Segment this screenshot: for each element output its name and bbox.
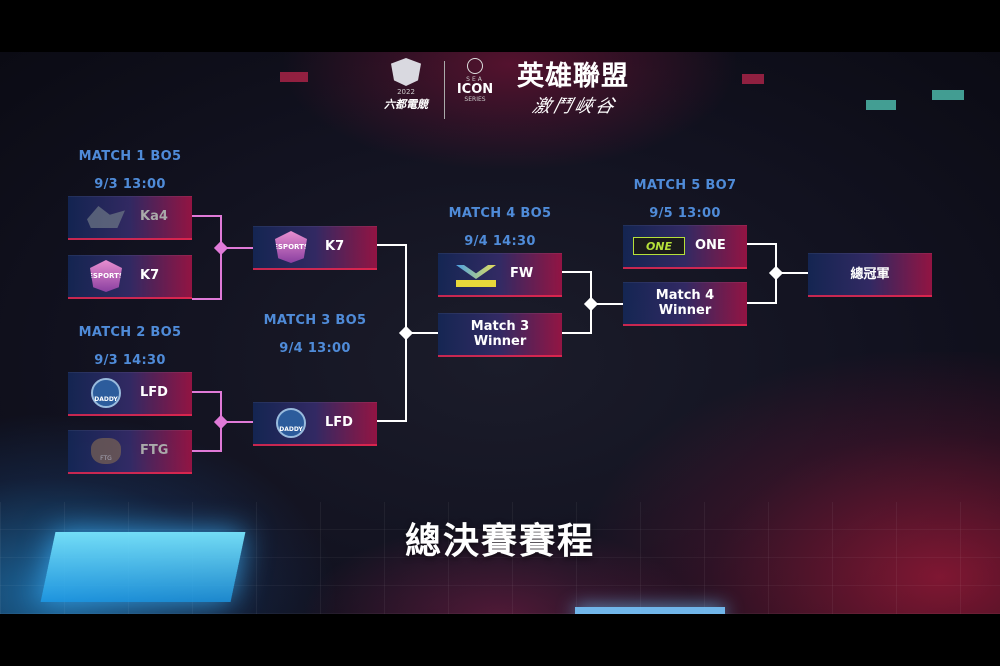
team-name: FTG	[140, 430, 168, 472]
match5-label: MATCH 5 BO7	[623, 178, 747, 193]
team-name: LFD	[140, 372, 168, 414]
connector-node	[214, 241, 228, 255]
match3-team-k7[interactable]: ESPORTS K7	[253, 226, 377, 270]
team-name: Ka4	[140, 196, 168, 238]
logo-divider	[444, 61, 445, 119]
logo2-main: ICON	[457, 83, 493, 96]
match5-slot-match4-winner[interactable]: Match 4 Winner	[623, 282, 747, 326]
match2-time: 9/3 14:30	[68, 353, 192, 368]
team-name: K7	[140, 255, 159, 297]
liudu-esports-logo: 2022 六都電競	[380, 58, 432, 122]
bracket-stage: 2022 六都電競 SEA ICON SERIES 英雄聯盟 激鬥峽谷 MATC…	[0, 52, 1000, 614]
connector-match1	[192, 216, 221, 299]
one-logo-icon: ONE	[631, 229, 687, 263]
logo2-bottom: SERIES	[464, 96, 485, 103]
logo1-year: 2022	[397, 88, 415, 96]
page-title: 總決賽賽程	[0, 512, 1000, 564]
match5-team-one[interactable]: ONE ONE	[623, 225, 747, 269]
slot-line1: Match 3	[471, 319, 529, 334]
logo3-title: 英雄聯盟	[517, 62, 629, 92]
match2-team-ftg[interactable]: FTG FTG	[68, 430, 192, 474]
match4-time: 9/4 14:30	[438, 234, 562, 249]
ka4-logo-icon	[86, 200, 126, 234]
match3-label: MATCH 3 BO5	[253, 313, 377, 328]
team-name: K7	[325, 226, 344, 268]
sea-icon-series-logo: SEA ICON SERIES	[457, 58, 493, 122]
header-logos: 2022 六都電競 SEA ICON SERIES 英雄聯盟 激鬥峽谷	[380, 58, 629, 122]
match4-team-fw[interactable]: FW	[438, 253, 562, 297]
champion-slot[interactable]: 總冠軍	[808, 253, 932, 297]
champion-label: 總冠軍	[850, 267, 889, 282]
team-name: LFD	[325, 402, 353, 444]
match4-slot-match3-winner[interactable]: Match 3 Winner	[438, 313, 562, 357]
ftg-logo-icon: FTG	[86, 434, 126, 468]
lfd-logo-icon: DADDY	[271, 406, 311, 440]
match2-team-lfd[interactable]: DADDY LFD	[68, 372, 192, 416]
match1-team-ka4[interactable]: Ka4	[68, 196, 192, 240]
team-name: FW	[510, 253, 533, 295]
k7-logo-icon: ESPORTS	[271, 230, 311, 264]
logo1-name: 六都電競	[384, 96, 428, 112]
match1-team-k7[interactable]: ESPORTS K7	[68, 255, 192, 299]
match2-label: MATCH 2 BO5	[68, 325, 192, 340]
lol-emblem-icon	[467, 58, 483, 74]
match5-time: 9/5 13:00	[623, 206, 747, 221]
logo3-subtitle: 激鬥峽谷	[530, 92, 632, 118]
slot-line2: Winner	[474, 334, 527, 349]
lfd-logo-icon: DADDY	[86, 376, 126, 410]
match3-time: 9/4 13:00	[253, 341, 377, 356]
league-of-legends-logo: 英雄聯盟 激鬥峽谷	[517, 62, 629, 118]
match4-label: MATCH 4 BO5	[438, 206, 562, 221]
fw-logo-icon	[456, 257, 496, 291]
k7-logo-icon: ESPORTS	[86, 259, 126, 293]
match1-label: MATCH 1 BO5	[68, 149, 192, 164]
connector-node	[769, 266, 783, 280]
slot-line2: Winner	[659, 303, 712, 318]
shield-icon	[391, 58, 421, 86]
connector-node	[399, 326, 413, 340]
slot-line1: Match 4	[656, 288, 714, 303]
team-name: ONE	[695, 225, 726, 267]
match1-time: 9/3 13:00	[68, 177, 192, 192]
connector-node	[584, 297, 598, 311]
connector-node	[214, 415, 228, 429]
match3-team-lfd[interactable]: DADDY LFD	[253, 402, 377, 446]
